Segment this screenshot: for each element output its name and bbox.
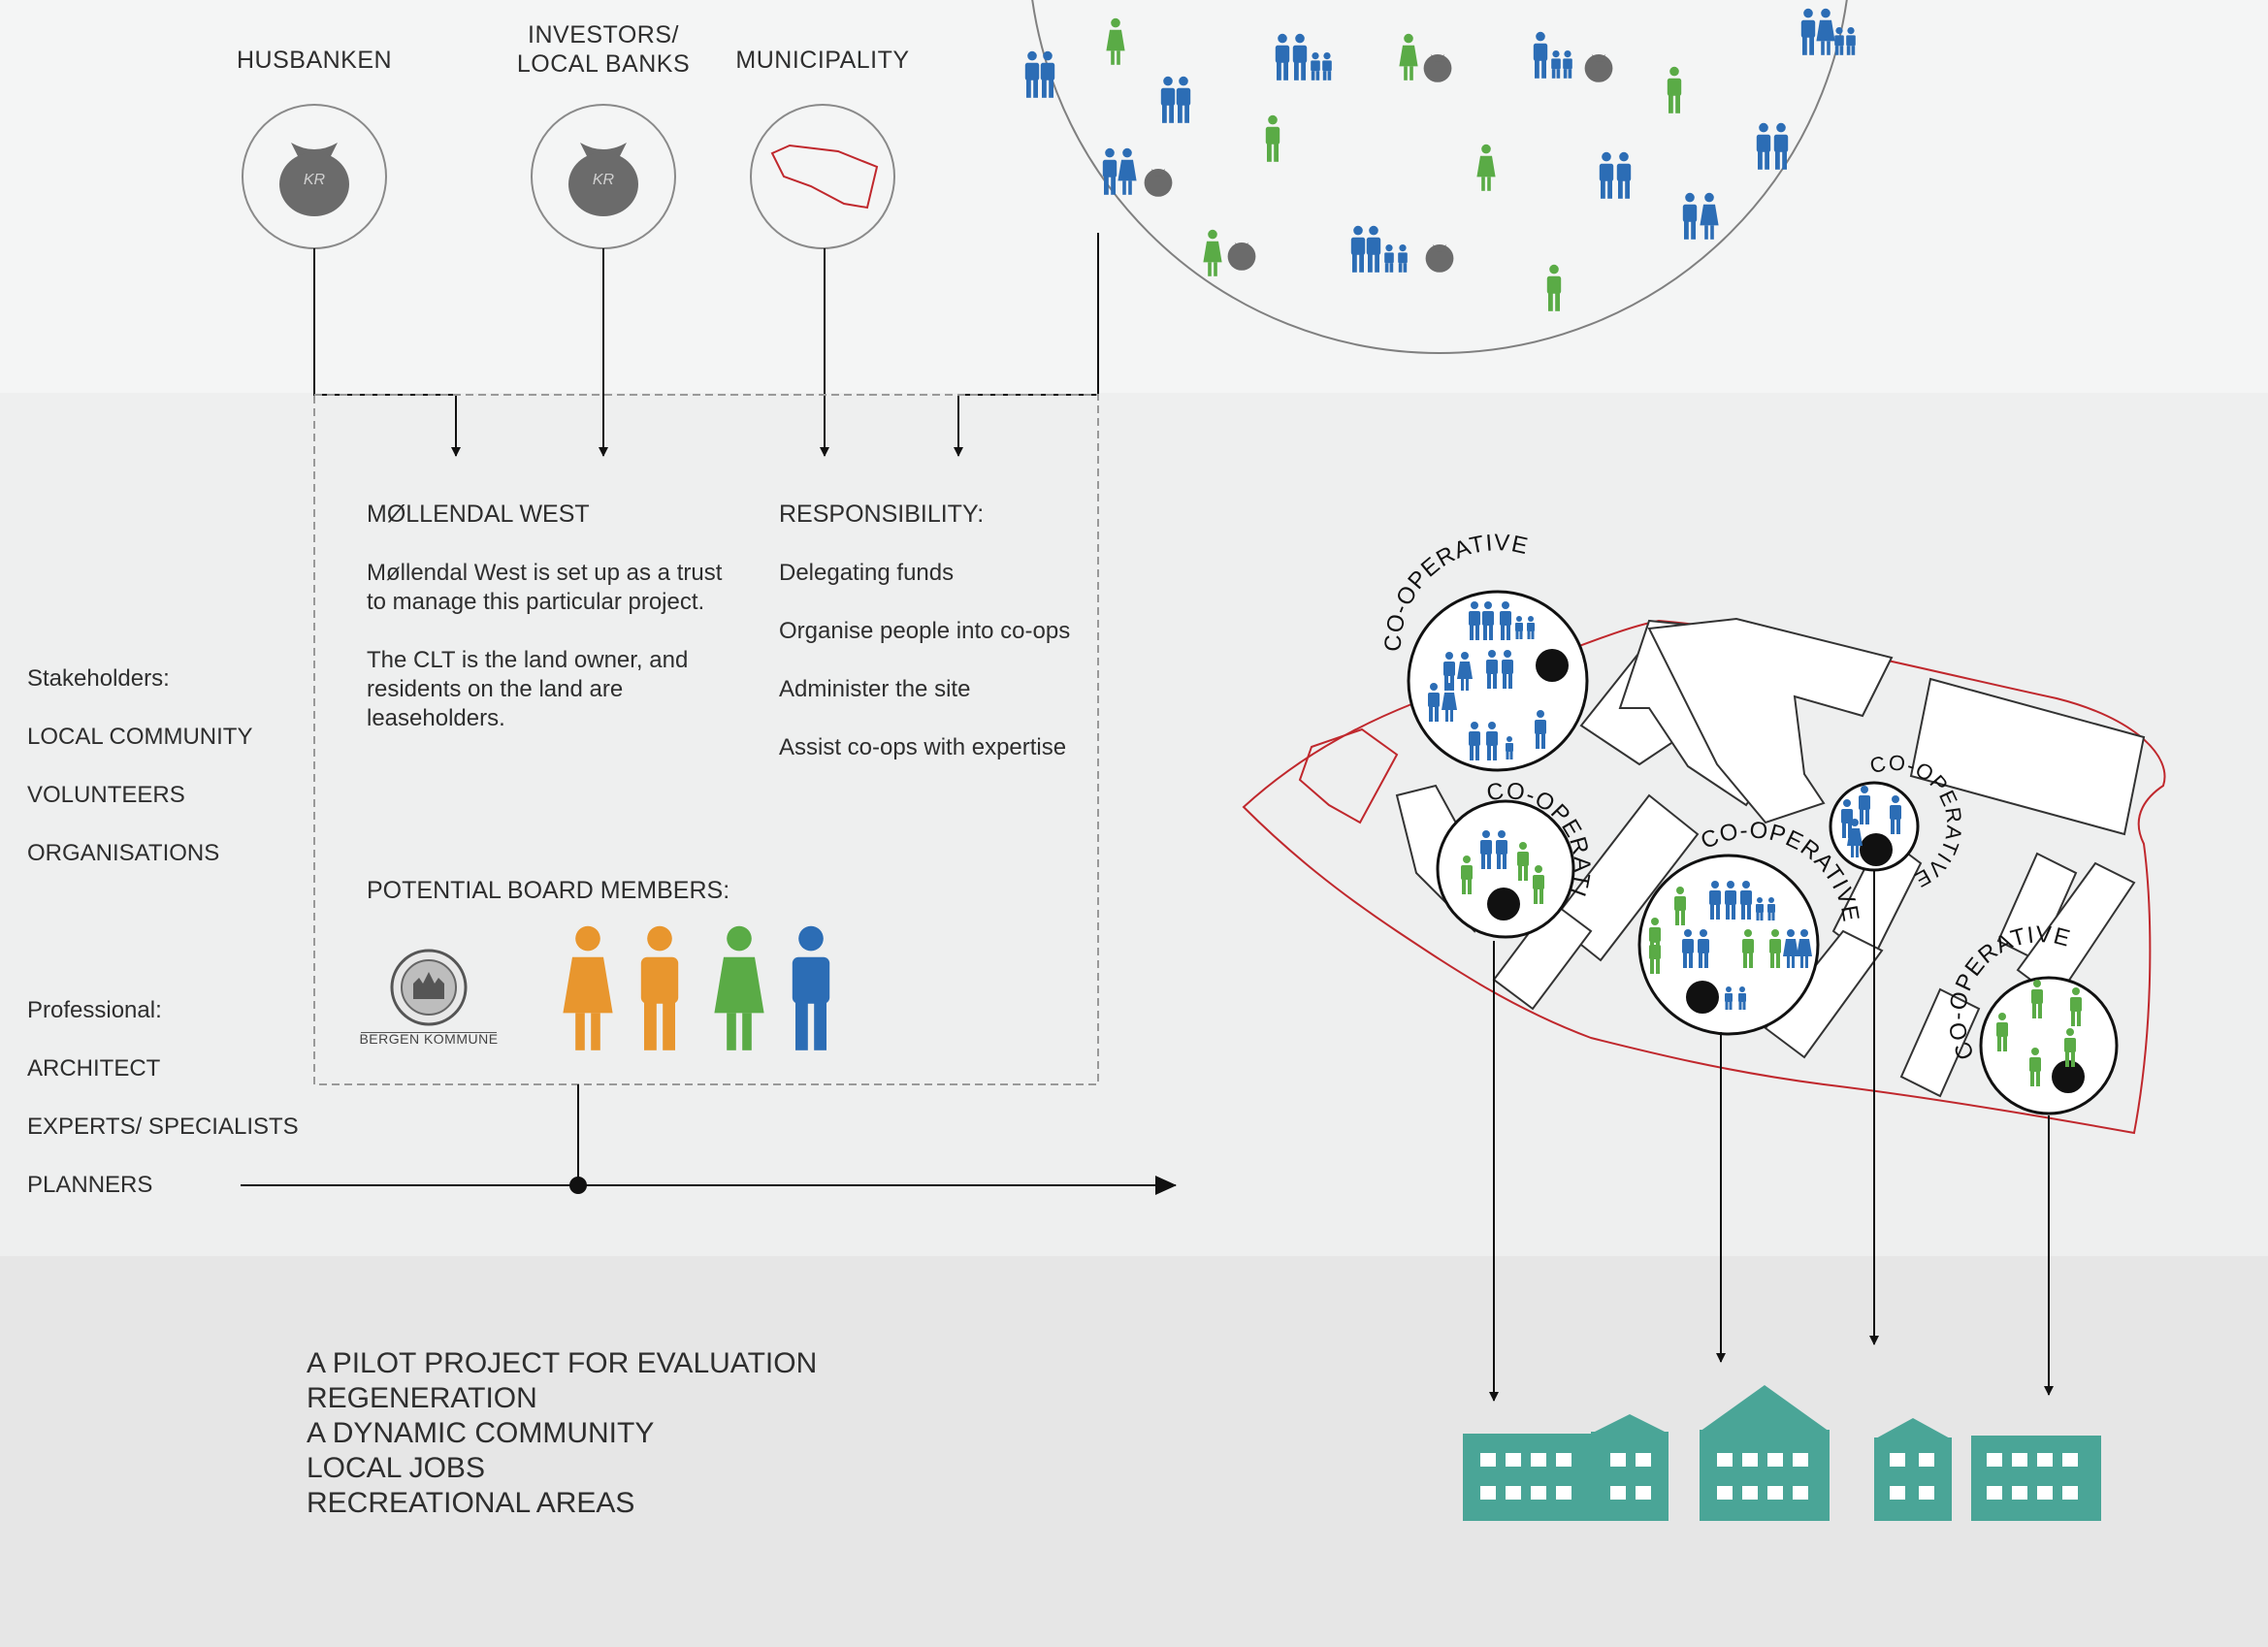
coop-node: [2052, 1060, 2085, 1093]
money-bag-icon: [1423, 54, 1452, 82]
person-icon: [1024, 50, 1040, 98]
money-bag-icon: [1144, 169, 1173, 197]
professional-item: ARCHITECT: [27, 1055, 161, 1082]
money-bag-icon: [279, 143, 349, 216]
coop-node: [1860, 833, 1893, 866]
outcome-item: REGENERATION: [307, 1382, 537, 1414]
responsibility-item: Delegating funds: [779, 560, 955, 586]
seal-caption: BERGEN KOMMUNE: [359, 1031, 498, 1047]
investors-circle: KR: [531, 104, 676, 249]
municipality-label: MUNICIPALITY: [735, 47, 910, 74]
man-icon: [640, 925, 679, 1050]
bergen-seal-icon: [361, 949, 497, 1033]
housing-icon: [1700, 1385, 1830, 1521]
coop-node: [1536, 649, 1569, 682]
professional-title: Professional:: [27, 997, 162, 1023]
site-plot: [1298, 727, 1399, 824]
municipality-circle: [750, 104, 895, 249]
housing-windows: [1480, 1453, 2078, 1500]
svg-text:KR: KR: [304, 172, 326, 188]
responsibility-item: Assist co-ops with expertise: [779, 734, 1067, 760]
investors-label-line1: INVESTORS/: [528, 21, 679, 48]
money-bag-icon: [1227, 242, 1256, 271]
outcome-item: A PILOT PROJECT FOR EVALUATION: [307, 1347, 818, 1379]
stakeholder-item: LOCAL COMMUNITY: [27, 724, 253, 750]
building: [1909, 677, 2146, 836]
coop-node: [1487, 888, 1520, 920]
woman-icon: [714, 925, 764, 1050]
land-plot-icon: [770, 144, 879, 210]
board-members: [563, 925, 830, 1050]
board-title: POTENTIAL BOARD MEMBERS:: [367, 877, 730, 904]
timeline-node: [569, 1177, 587, 1194]
site-plan: [1242, 617, 2166, 1135]
stakeholders-title: Stakeholders:: [27, 665, 170, 692]
coop-5: [1979, 976, 2119, 1115]
trust-desc-1: Møllendal West is set up as a trust to m…: [367, 560, 723, 615]
trust-desc-2: The CLT is the land owner, and residents…: [367, 647, 689, 731]
coop-node: [1686, 981, 1719, 1014]
building: [1550, 793, 1700, 962]
outcome-item: LOCAL JOBS: [307, 1452, 485, 1484]
person-icon: [1846, 27, 1856, 55]
outcome-item: A DYNAMIC COMMUNITY: [307, 1417, 655, 1449]
responsibility-item: Administer the site: [779, 676, 971, 702]
professional-item: PLANNERS: [27, 1172, 153, 1198]
money-bag-icon: [1425, 244, 1454, 273]
investors-label-line2: LOCAL BANKS: [516, 50, 691, 78]
man-icon: [792, 925, 830, 1050]
money-bag-icon: [568, 143, 638, 216]
woman-icon: [563, 925, 613, 1050]
building: [1899, 987, 1981, 1098]
responsibility-item: Organise people into co-ops: [779, 618, 1071, 644]
housing-icon: [1971, 1436, 2101, 1521]
trust-title: MØLLENDAL WEST: [367, 501, 590, 528]
stakeholder-item: VOLUNTEERS: [27, 782, 185, 808]
building: [1647, 617, 1894, 824]
housing-group: [1463, 1385, 2101, 1521]
svg-text:KR: KR: [593, 172, 615, 188]
husbanken-label: HUSBANKEN: [237, 47, 393, 74]
husbanken-circle: KR: [242, 104, 387, 249]
site-boundary: [1242, 619, 2166, 1135]
person-icon: [1834, 27, 1844, 55]
building: [1492, 900, 1593, 1011]
housing-icon: [1874, 1418, 1952, 1521]
stakeholder-item: ORGANISATIONS: [27, 840, 220, 866]
money-bag-icon: [1584, 54, 1613, 82]
trust-box: [313, 394, 1099, 1085]
professional-item: EXPERTS/ SPECIALISTS: [27, 1114, 299, 1140]
responsibility-title: RESPONSIBILITY:: [779, 501, 985, 528]
outcome-item: RECREATIONAL AREAS: [307, 1487, 635, 1519]
housing-icon: [1463, 1414, 1669, 1521]
